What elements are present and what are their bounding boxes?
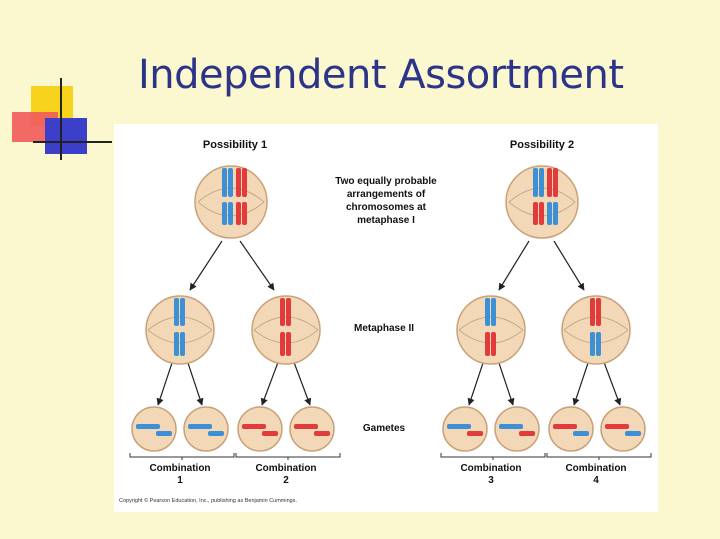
- caption-line-1: Two equally probable: [335, 176, 437, 187]
- metaphase-ii-label: Metaphase II: [354, 323, 414, 334]
- arrows: [156, 240, 622, 406]
- combination-3-number: 3: [488, 475, 494, 486]
- metaphase-ii-cell-4: [561, 295, 631, 365]
- combination-4-word: Combination: [565, 463, 626, 474]
- combination-3-word: Combination: [460, 463, 521, 474]
- caption-line-2: arrangements of: [347, 189, 426, 200]
- caption-line-4: metaphase I: [357, 215, 415, 226]
- deco-blue-square: [45, 118, 87, 154]
- gamete-2: [183, 406, 229, 452]
- combination-4-number: 4: [593, 475, 599, 486]
- gamete-7: [548, 406, 594, 452]
- metaphase-i-cell-possibility-1: [194, 165, 268, 239]
- gamete-6: [494, 406, 540, 452]
- metaphase-ii-cell-2: [251, 295, 321, 365]
- combination-1-number: 1: [177, 475, 183, 486]
- combination-1-word: Combination: [149, 463, 210, 474]
- metaphase-ii-cell-3: [456, 295, 526, 365]
- gametes-row: [131, 406, 646, 452]
- combination-2-number: 2: [283, 475, 289, 486]
- gamete-3: [237, 406, 283, 452]
- corner-decoration: [12, 78, 112, 160]
- independent-assortment-diagram: Possibility 1 Possibility 2 Two equally …: [129, 139, 652, 486]
- caption: Two equally probable arrangements of chr…: [335, 176, 437, 226]
- metaphase-i-cell-possibility-2: [505, 165, 579, 239]
- gamete-5: [442, 406, 488, 452]
- slide-title: Independent Assortment: [138, 52, 624, 98]
- gamete-1: [131, 406, 177, 452]
- combination-brackets: [129, 453, 652, 460]
- copyright-text: Copyright © Pearson Education, Inc., pub…: [119, 498, 298, 504]
- possibility-2-label: Possibility 2: [510, 139, 574, 151]
- figure-panel: Possibility 1 Possibility 2 Two equally …: [114, 124, 658, 512]
- combination-2-word: Combination: [255, 463, 316, 474]
- possibility-1-label: Possibility 1: [203, 139, 267, 151]
- metaphase-ii-cell-1: [145, 295, 215, 365]
- gamete-8: [600, 406, 646, 452]
- gametes-label: Gametes: [363, 423, 406, 434]
- gamete-4: [289, 406, 335, 452]
- caption-line-3: chromosomes at: [346, 202, 427, 213]
